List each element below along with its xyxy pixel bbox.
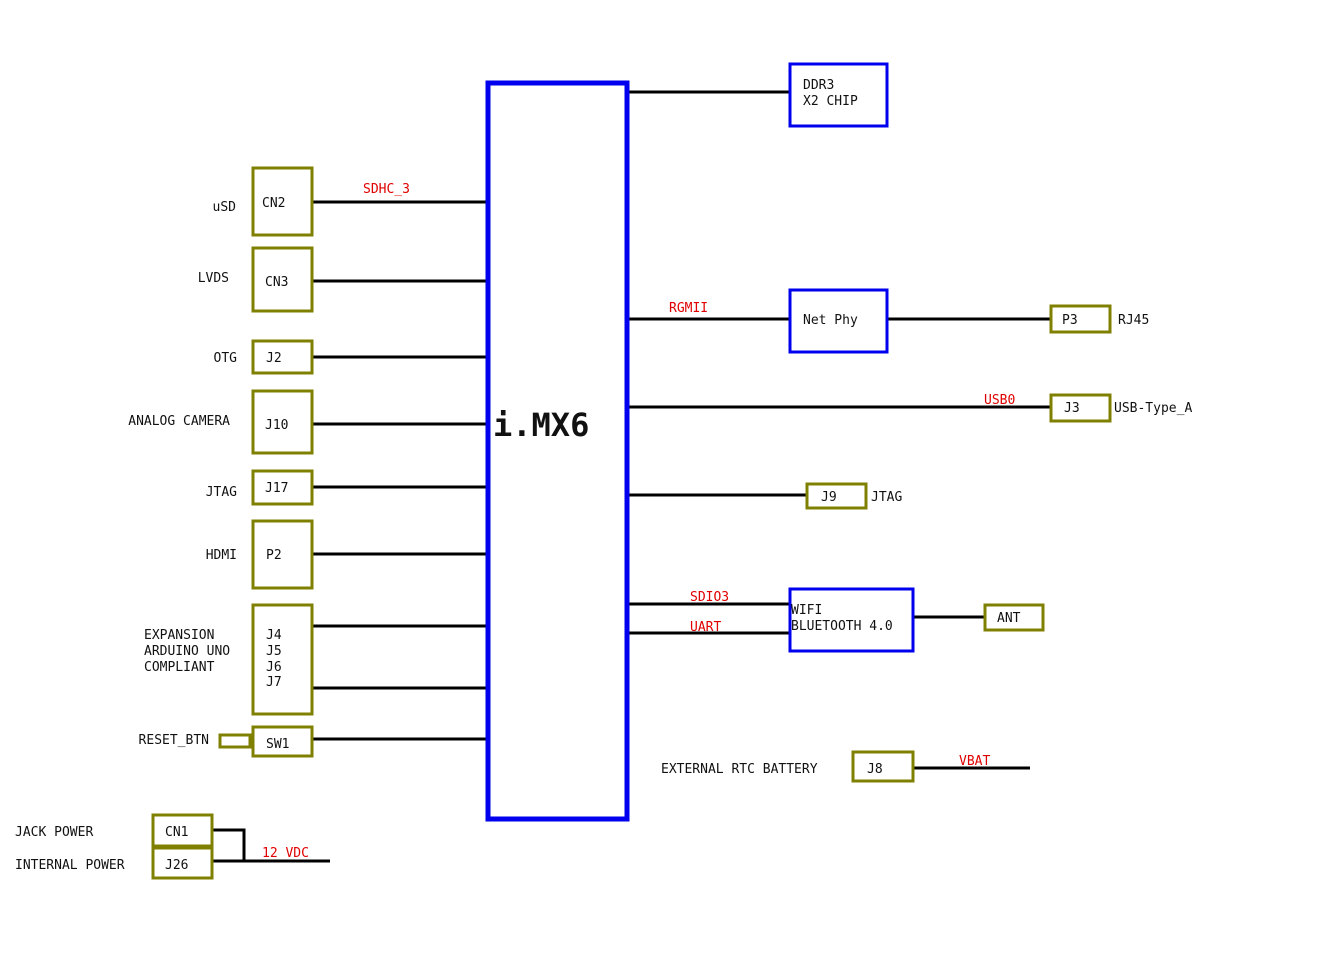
connector-j3-ref: J3 bbox=[1064, 401, 1080, 416]
connector-j9 bbox=[805, 482, 868, 510]
internal-power-label: INTERNAL POWER bbox=[15, 858, 125, 873]
ddr3-label-2: X2 CHIP bbox=[803, 94, 858, 109]
wifi-label-2: BLUETOOTH 4.0 bbox=[791, 619, 893, 634]
connector-j8-ref: J8 bbox=[867, 762, 883, 777]
wifi-bt-chip bbox=[788, 587, 915, 653]
ddr3-chip bbox=[788, 62, 889, 128]
expansion-ref-2: J5 bbox=[266, 644, 282, 659]
connector-cn2 bbox=[251, 166, 314, 237]
power-section: CN1 JACK POWER J26 INTERNAL POWER 12 VDC bbox=[15, 813, 309, 880]
camera-label: ANALOG CAMERA bbox=[128, 414, 230, 429]
wire-power-join bbox=[212, 828, 246, 861]
connector-cn1 bbox=[151, 813, 214, 848]
wires bbox=[212, 90, 1051, 863]
connector-j9-ref: J9 bbox=[821, 490, 837, 505]
expansion-label-3: COMPLIANT bbox=[144, 660, 215, 675]
expansion-ref-1: J4 bbox=[266, 628, 282, 643]
connector-j26 bbox=[151, 846, 214, 880]
antenna-label: ANT bbox=[997, 611, 1021, 626]
connector-cn3-ref: CN3 bbox=[265, 275, 288, 290]
reset-label: RESET_BTN bbox=[139, 733, 209, 748]
otg-label: OTG bbox=[214, 351, 238, 366]
connector-j26-ref: J26 bbox=[165, 858, 188, 873]
connector-j8 bbox=[851, 750, 915, 783]
left-connectors: CN2 uSD SDHC_3 CN3 LVDS J2 OTG J10 ANALO… bbox=[128, 166, 410, 758]
rj45-label: RJ45 bbox=[1118, 313, 1149, 328]
connector-cn3 bbox=[251, 246, 314, 313]
signal-12vdc: 12 VDC bbox=[262, 846, 309, 861]
connector-expansion bbox=[251, 603, 314, 716]
net-phy-chip bbox=[788, 288, 889, 354]
cpu-label: i.MX6 bbox=[493, 406, 589, 444]
cpu-block bbox=[485, 80, 630, 822]
jtag-right-label: JTAG bbox=[871, 490, 902, 505]
reset-button-symbol bbox=[218, 733, 252, 749]
connector-j10-ref: J10 bbox=[265, 418, 288, 433]
net-phy-label: Net Phy bbox=[803, 313, 858, 328]
right-components: DDR3 X2 CHIP Net Phy RGMII P3 RJ45 USB0 … bbox=[661, 62, 1192, 783]
connector-sw1 bbox=[251, 725, 314, 758]
signal-sdio3: SDIO3 bbox=[690, 590, 729, 605]
connector-p3-ref: P3 bbox=[1062, 313, 1078, 328]
connector-j10 bbox=[251, 389, 314, 455]
connector-p3 bbox=[1049, 304, 1112, 334]
connector-p2 bbox=[251, 519, 314, 590]
signal-rgmii: RGMII bbox=[669, 301, 708, 316]
jack-power-label: JACK POWER bbox=[15, 825, 93, 840]
connector-cn1-ref: CN1 bbox=[165, 825, 188, 840]
expansion-ref-3: J6 bbox=[266, 660, 282, 675]
antenna-connector bbox=[983, 603, 1045, 632]
expansion-ref-4: J7 bbox=[266, 675, 282, 690]
lvds-label: LVDS bbox=[198, 271, 229, 286]
connector-j17 bbox=[251, 469, 314, 506]
hdmi-label: HDMI bbox=[206, 548, 237, 563]
expansion-label-2: ARDUINO UNO bbox=[144, 644, 230, 659]
signal-uart: UART bbox=[690, 620, 721, 635]
usd-label: uSD bbox=[213, 200, 237, 215]
wifi-label-1: WIFI bbox=[791, 603, 822, 618]
connector-j2-ref: J2 bbox=[266, 351, 282, 366]
ddr3-label-1: DDR3 bbox=[803, 78, 834, 93]
connector-cn2-ref: CN2 bbox=[262, 196, 285, 211]
rtc-battery-label: EXTERNAL RTC BATTERY bbox=[661, 762, 818, 777]
connector-sw1-ref: SW1 bbox=[266, 737, 289, 752]
connector-p2-ref: P2 bbox=[266, 548, 282, 563]
connector-j2 bbox=[251, 339, 314, 375]
signal-vbat: VBAT bbox=[959, 754, 990, 769]
usb-type-a-label: USB-Type_A bbox=[1114, 401, 1192, 416]
jtag-left-label: JTAG bbox=[206, 485, 237, 500]
signal-usb0: USB0 bbox=[984, 393, 1015, 408]
connector-j3 bbox=[1049, 393, 1112, 423]
signal-sdhc3: SDHC_3 bbox=[363, 182, 410, 197]
expansion-label-1: EXPANSION bbox=[144, 628, 214, 643]
connector-j17-ref: J17 bbox=[265, 481, 288, 496]
